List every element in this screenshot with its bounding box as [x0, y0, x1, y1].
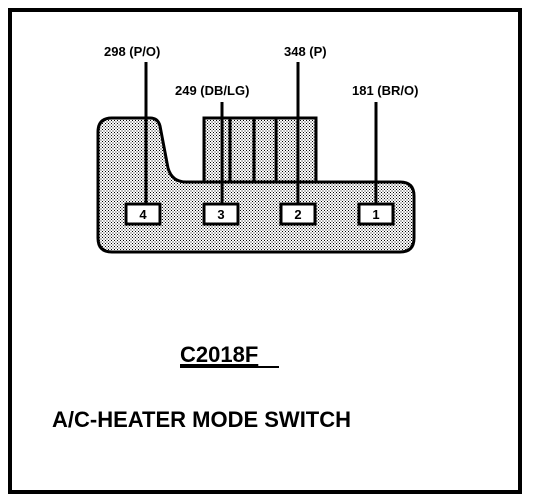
- pin-number-2: 2: [294, 207, 301, 222]
- component-name: A/C-HEATER MODE SWITCH: [52, 407, 351, 432]
- connector-housing: [96, 116, 416, 254]
- diagram-frame: [8, 8, 522, 494]
- pin-cavity-2: 2: [279, 202, 317, 226]
- pin-cavity-1: 1: [357, 202, 395, 226]
- pin-number-4: 4: [139, 207, 147, 222]
- wire-label-pin-3: 249 (DB/LG): [175, 83, 249, 98]
- pin-cavity-4: 4: [124, 202, 162, 226]
- pin-number-3: 3: [217, 207, 224, 222]
- wire-label-pin-4: 298 (P/O): [104, 44, 160, 59]
- wire-label-pin-2: 348 (P): [284, 44, 327, 59]
- wire-label-pin-1: 181 (BR/O): [352, 83, 418, 98]
- pin-cavity-3: 3: [202, 202, 240, 226]
- pin-number-1: 1: [372, 207, 379, 222]
- connector-id: C2018F: [180, 342, 258, 367]
